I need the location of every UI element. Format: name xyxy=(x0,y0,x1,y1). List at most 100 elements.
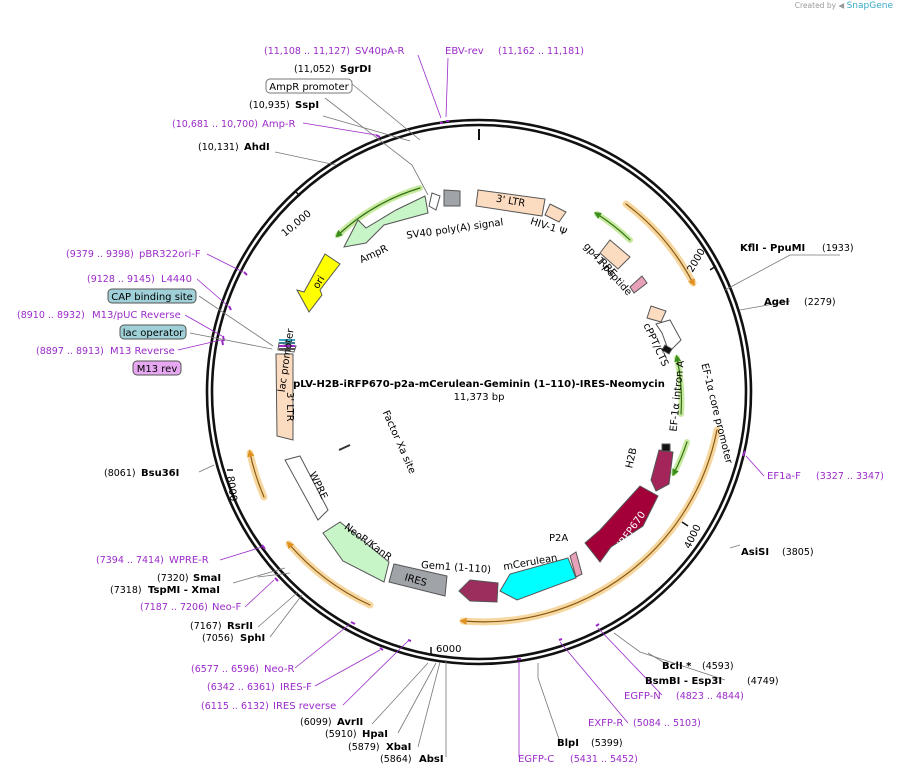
feature-3ltr-left[interactable] xyxy=(275,353,294,441)
site-name-ahdi: AhdI xyxy=(244,142,270,153)
site-name-hpai: HpaI xyxy=(362,729,388,740)
primer-name-ef1a-f: EF1a-F xyxy=(767,471,801,482)
primer-name-neo-r: Neo-R xyxy=(264,664,295,675)
site-name-smai: SmaI xyxy=(193,573,221,584)
box-label-lac-operator: lac operator xyxy=(123,328,184,339)
tick-label-6000: 6000 xyxy=(436,644,461,655)
primer-leader-lines xyxy=(177,54,765,757)
feature-label-3ltr: 3' LTR xyxy=(495,194,526,210)
backbone-outer xyxy=(205,118,753,666)
feature-p2a[interactable] xyxy=(569,551,583,578)
feature-hiv-psi[interactable] xyxy=(544,203,567,223)
feature-ef1a-marker-1 xyxy=(661,344,673,355)
box-label-cap: CAP binding site xyxy=(111,292,193,303)
feature-rre[interactable] xyxy=(599,239,631,270)
orf-arc-1-line xyxy=(625,203,695,287)
feature-sv40-small[interactable] xyxy=(428,192,441,211)
site-name-kfli: KflI - PpuMI xyxy=(740,243,805,254)
primer-mark-13 xyxy=(407,639,412,642)
feature-irfp670[interactable] xyxy=(584,485,659,563)
lac-stack-3 xyxy=(279,345,295,347)
site-pos-ahdi: (10,131) xyxy=(198,142,239,153)
feature-label-sv40: SV40 poly(A) signal xyxy=(406,217,504,241)
site-pos-tspmi: (7318) xyxy=(110,585,142,596)
orf-arc-1 xyxy=(622,200,697,287)
site-name-absi: AbsI xyxy=(419,754,444,765)
primer-pos-wpre-r: (7394 .. 7414) xyxy=(96,555,164,566)
primer-mark-1 xyxy=(375,134,381,138)
lac-stack-1 xyxy=(279,339,295,341)
primer-pos-ebv-rev: (11,162 .. 11,181) xyxy=(498,46,584,57)
feature-gp41[interactable] xyxy=(629,275,648,294)
feature-wpre[interactable] xyxy=(284,455,329,521)
site-name-blpi: BlpI xyxy=(557,738,579,749)
primer-name-neo-f: Neo-F xyxy=(212,602,242,613)
primer-name-wpre-r: WPRE-R xyxy=(169,555,209,566)
feature-3ltr-right[interactable] xyxy=(475,189,546,217)
site-pos-hpai: (5910) xyxy=(325,729,357,740)
feature-ampr[interactable] xyxy=(343,195,429,248)
site-pos-sspi: (10,935) xyxy=(249,100,290,111)
site-name-rsrii: RsrII xyxy=(227,621,253,632)
primer-pos-l4440: (9128 .. 9145) xyxy=(87,274,155,285)
site-pos-asisi: (3805) xyxy=(782,547,814,558)
site-pos-sphi: (7056) xyxy=(202,633,234,644)
primer-mark-12 xyxy=(379,647,384,651)
feature-labels: 3' LTR HIV-1 Ψ RRE gp41 peptide cPPT/CTS… xyxy=(277,194,734,590)
feature-sv40[interactable] xyxy=(443,189,461,207)
feature-factor-xa[interactable] xyxy=(338,444,351,451)
boxed-labels: AmpR promoter CAP binding site lac opera… xyxy=(107,78,353,376)
primer-name-egfp-c: EGFP-C xyxy=(518,754,554,765)
snapgene-logo-icon: ◀ xyxy=(838,1,845,10)
site-pos-blpi: (5399) xyxy=(591,738,623,749)
primer-mark-14 xyxy=(595,623,600,627)
plasmid-length: 11,373 bp xyxy=(454,392,505,403)
snapgene-credit: Created by ◀ SnapGene xyxy=(795,1,893,11)
box-lac-operator xyxy=(119,324,187,340)
feature-h2b[interactable] xyxy=(650,449,674,492)
primer-name-ires-reverse: IRES reverse xyxy=(273,701,336,712)
site-pos-bcli: (4593) xyxy=(702,661,734,672)
primer-name-ires-f: IRES-F xyxy=(280,682,312,693)
feature-cppt[interactable] xyxy=(646,305,667,323)
box-label-m13-rev: M13 rev xyxy=(137,364,178,375)
orf-arc-green-3-line xyxy=(674,354,683,415)
site-name-sspi: SspI xyxy=(295,100,319,111)
primer-pos-pbr322ori-f: (9379 .. 9398) xyxy=(66,249,134,260)
primer-pos-neo-f: (7187 .. 7206) xyxy=(140,602,208,613)
feature-gem1[interactable] xyxy=(458,579,499,603)
feature-label-ampr: AmpR xyxy=(358,243,390,266)
primer-pos-m13-reverse: (8897 .. 8913) xyxy=(36,346,104,357)
orf-arc-2-line xyxy=(459,429,718,625)
site-name-sgrdi: SgrDI xyxy=(340,64,371,75)
primer-labels: (11,108 .. 11,127) SV40pA-R EBV-rev (11,… xyxy=(17,46,884,765)
feature-label-factor-xa: Factor Xa site xyxy=(380,409,418,476)
feature-label-h2b: H2B xyxy=(624,447,639,470)
tick-label-2000: 2000 xyxy=(686,247,708,275)
orf-arc-green-2-line xyxy=(593,212,631,241)
primer-pos-ef1a-f: (3327 .. 3347) xyxy=(816,471,884,482)
backbone-inner xyxy=(210,123,748,661)
primer-pos-ires-reverse: (6115 .. 6132) xyxy=(201,701,269,712)
site-name-asisi: AsiSI xyxy=(741,547,769,558)
primer-name-egfp-n: EGFP-N xyxy=(624,691,661,702)
site-name-agei: AgeI xyxy=(764,297,789,308)
feature-mcerulean[interactable] xyxy=(499,557,577,601)
feature-label-hiv: HIV-1 Ψ xyxy=(529,216,568,238)
restriction-sites: (11,052) SgrDI (10,935) SspI (10,131) Ah… xyxy=(104,64,854,765)
lac-stack-2 xyxy=(279,342,295,344)
feature-ires[interactable] xyxy=(388,563,448,597)
feature-neor[interactable] xyxy=(322,521,390,583)
site-name-bsu36i: Bsu36I xyxy=(141,468,179,479)
site-pos-absi: (5864) xyxy=(380,754,412,765)
primer-pos-amp-r: (10,681 .. 10,700) xyxy=(172,119,258,130)
feature-ori[interactable] xyxy=(295,253,341,313)
site-name-sphi: SphI xyxy=(240,633,265,644)
primer-mark-8 xyxy=(742,450,746,457)
feature-label-3ltr-left: 3' LTR xyxy=(284,392,295,422)
feature-ef1a-promoter[interactable] xyxy=(655,319,682,353)
primer-pos-ires-f: (6342 .. 6361) xyxy=(207,682,275,693)
primer-pos-exfp-r: (5084 .. 5103) xyxy=(633,718,701,729)
site-pos-smai: (7320) xyxy=(157,573,189,584)
